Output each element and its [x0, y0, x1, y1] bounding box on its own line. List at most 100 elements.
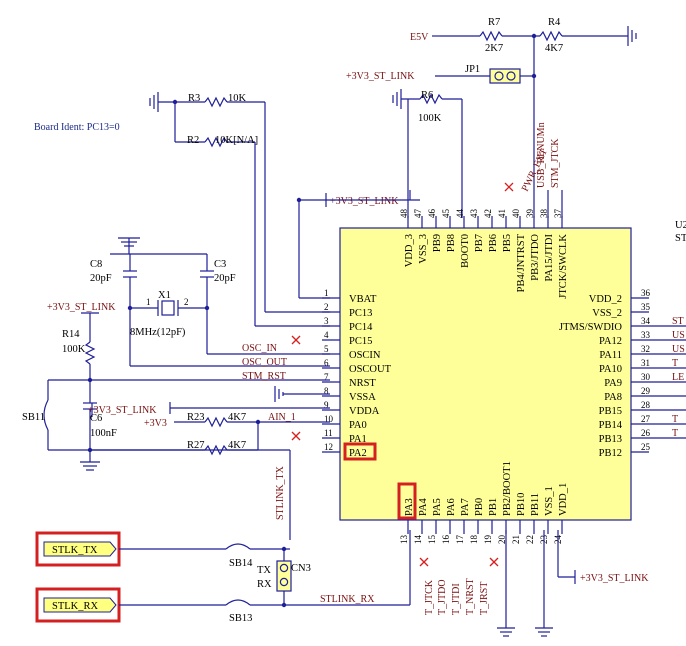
- r14-ref: R14: [62, 329, 80, 340]
- stm-jtck-net: STM_JTCK: [550, 138, 561, 188]
- r6-ref: R6: [421, 90, 433, 101]
- ic-pin-number: 40: [511, 209, 521, 219]
- r7-val: 2K7: [485, 43, 503, 54]
- stlk-rx-port: STLK_RX: [35, 587, 121, 623]
- ic-pin-name: PA5: [432, 498, 443, 516]
- ic-pin-number: 33: [641, 330, 651, 340]
- cn3-connector: [276, 560, 292, 592]
- ic-pin-number: 15: [427, 535, 437, 545]
- ic-pin-number: 11: [324, 428, 333, 438]
- svg-text:STLK_RX: STLK_RX: [52, 601, 99, 612]
- ic-pin-name: PB7: [474, 234, 485, 252]
- r3-val: 10K: [228, 93, 247, 104]
- jp1-ref: JP1: [465, 64, 480, 75]
- stlink-tx-net: STLINK_TX: [275, 465, 286, 520]
- ic-pin-number: 42: [483, 209, 493, 218]
- right-stub-label: T: [672, 358, 678, 369]
- e5v-label: E5V: [410, 32, 429, 43]
- t-jtdo-net: T_JTDO: [437, 579, 448, 615]
- ic-pin-name: VDD_2: [589, 294, 622, 305]
- ic-ref: U2: [675, 220, 686, 231]
- ic-pin-name: JTMS/SWDIO: [559, 322, 622, 333]
- ic-pin-name: VDD_1: [558, 483, 569, 516]
- ain1-net: AIN_1: [268, 412, 296, 423]
- ic-pin-name: JTCK/SWCLK: [558, 234, 569, 299]
- ic-pin-number: 2: [324, 302, 329, 312]
- r23-ref: R23: [187, 412, 205, 423]
- ic-pin-name: PA11: [599, 350, 622, 361]
- stlink-rx-net: STLINK_RX: [320, 594, 375, 605]
- c3-ref: C3: [214, 259, 226, 270]
- ic-pin-name: PA0: [349, 420, 367, 431]
- ic-pin-name: PB4/JNTRST: [516, 233, 527, 292]
- t-nrst-net: T_NRST: [465, 578, 476, 615]
- osc-out-net: OSC_OUT: [242, 357, 287, 368]
- ground-symbol-bottom-1: [497, 627, 515, 637]
- ic-pin-name: NRST: [349, 378, 376, 389]
- r4-val: 4K7: [545, 43, 563, 54]
- ic-pin-name: PA3: [404, 498, 415, 516]
- ic-pin-name: OSCIN: [349, 350, 381, 361]
- v33-bottom-label: +3V3_ST_LINK: [580, 573, 649, 584]
- v33-jp1-label: +3V3_ST_LINK: [346, 71, 415, 82]
- usb-renum-net: USB_RENUMn: [536, 122, 547, 188]
- r27-resistor: [204, 444, 228, 456]
- v33-pa0-label: +3V3_ST_LINK: [88, 405, 157, 416]
- r27-ref: R27: [187, 440, 205, 451]
- svg-text:STLK_TX: STLK_TX: [52, 545, 98, 556]
- pa2-highlight: [343, 442, 377, 461]
- ic-pin-name: PB12: [599, 448, 622, 459]
- c8-val: 20pF: [90, 273, 112, 284]
- sb11-label: SB11: [22, 412, 45, 423]
- stlk-tx-port: STLK_TX: [35, 531, 121, 567]
- ic-pin-name: PA15/JTDI: [544, 234, 555, 282]
- sb11-bridge: [43, 399, 49, 431]
- ic-pin-number: 22: [525, 535, 535, 544]
- ic-pin-number: 27: [641, 414, 651, 424]
- ic-pin-number: 28: [641, 400, 651, 410]
- r4-resistor: [539, 30, 563, 42]
- v33-top-label: +3V3_ST_LINK: [330, 196, 399, 207]
- ic-pin-number: 12: [324, 442, 333, 452]
- ic-pin-name: PB6: [488, 234, 499, 252]
- v33-left-label: +3V3_ST_LINK: [47, 302, 116, 313]
- x1-val: 8MHz(12pF): [130, 327, 186, 338]
- ic-pin-number: 1: [324, 288, 329, 298]
- ground-symbol-c6: [80, 455, 100, 471]
- ic-pins: 1VBAT2PC133PC144PC155OSCIN6OSCOUT7NRST8V…: [322, 209, 651, 545]
- ic-pin-number: 6: [324, 358, 329, 368]
- ic-pin-number: 37: [553, 209, 563, 219]
- ic-pin-name: PA8: [604, 392, 622, 403]
- ic-pin-name: VSS_3: [418, 234, 429, 264]
- ic-pin-name: PA2: [349, 448, 367, 459]
- ic-pin-name: PB14: [599, 420, 623, 431]
- ic-pin-number: 44: [455, 209, 465, 219]
- t-jrst-net: T_JRST: [479, 582, 490, 615]
- right-stub-label: T: [672, 428, 678, 439]
- r2-ref: R2: [187, 135, 199, 146]
- x1-p2: 2: [184, 297, 189, 307]
- ic-pin-number: 3: [324, 316, 329, 326]
- ic-pin-name: PB2/BOOT1: [502, 461, 513, 516]
- r4-ref: R4: [548, 17, 561, 28]
- ic-pin-number: 38: [539, 209, 549, 219]
- ic-pin-number: 8: [324, 386, 329, 396]
- ic-pin-number: 30: [641, 372, 651, 382]
- r2-resistor: [204, 136, 228, 148]
- r2-val: 10K[N/A]: [215, 135, 258, 146]
- ic-pin-name: VSS_1: [544, 486, 555, 516]
- r3-resistor: [204, 96, 228, 108]
- ic-pin-name: PB9: [432, 234, 443, 252]
- r27-val: 4K7: [228, 440, 246, 451]
- ic-pin-name: PB3/JTDO: [530, 234, 541, 281]
- ic-pin-name: VBAT: [349, 294, 377, 305]
- ic-pin-name: PA7: [460, 498, 471, 516]
- ic-pin-number: 20: [497, 535, 507, 545]
- t-jtdi-net: T_JTDI: [451, 583, 462, 615]
- r7-ref: R7: [488, 17, 500, 28]
- ic-pin-number: 35: [641, 302, 651, 312]
- x1-p1: 1: [146, 297, 151, 307]
- r3-ref: R3: [188, 93, 200, 104]
- right-stub-label: T: [672, 414, 678, 425]
- osc-in-net: OSC_IN: [242, 343, 277, 354]
